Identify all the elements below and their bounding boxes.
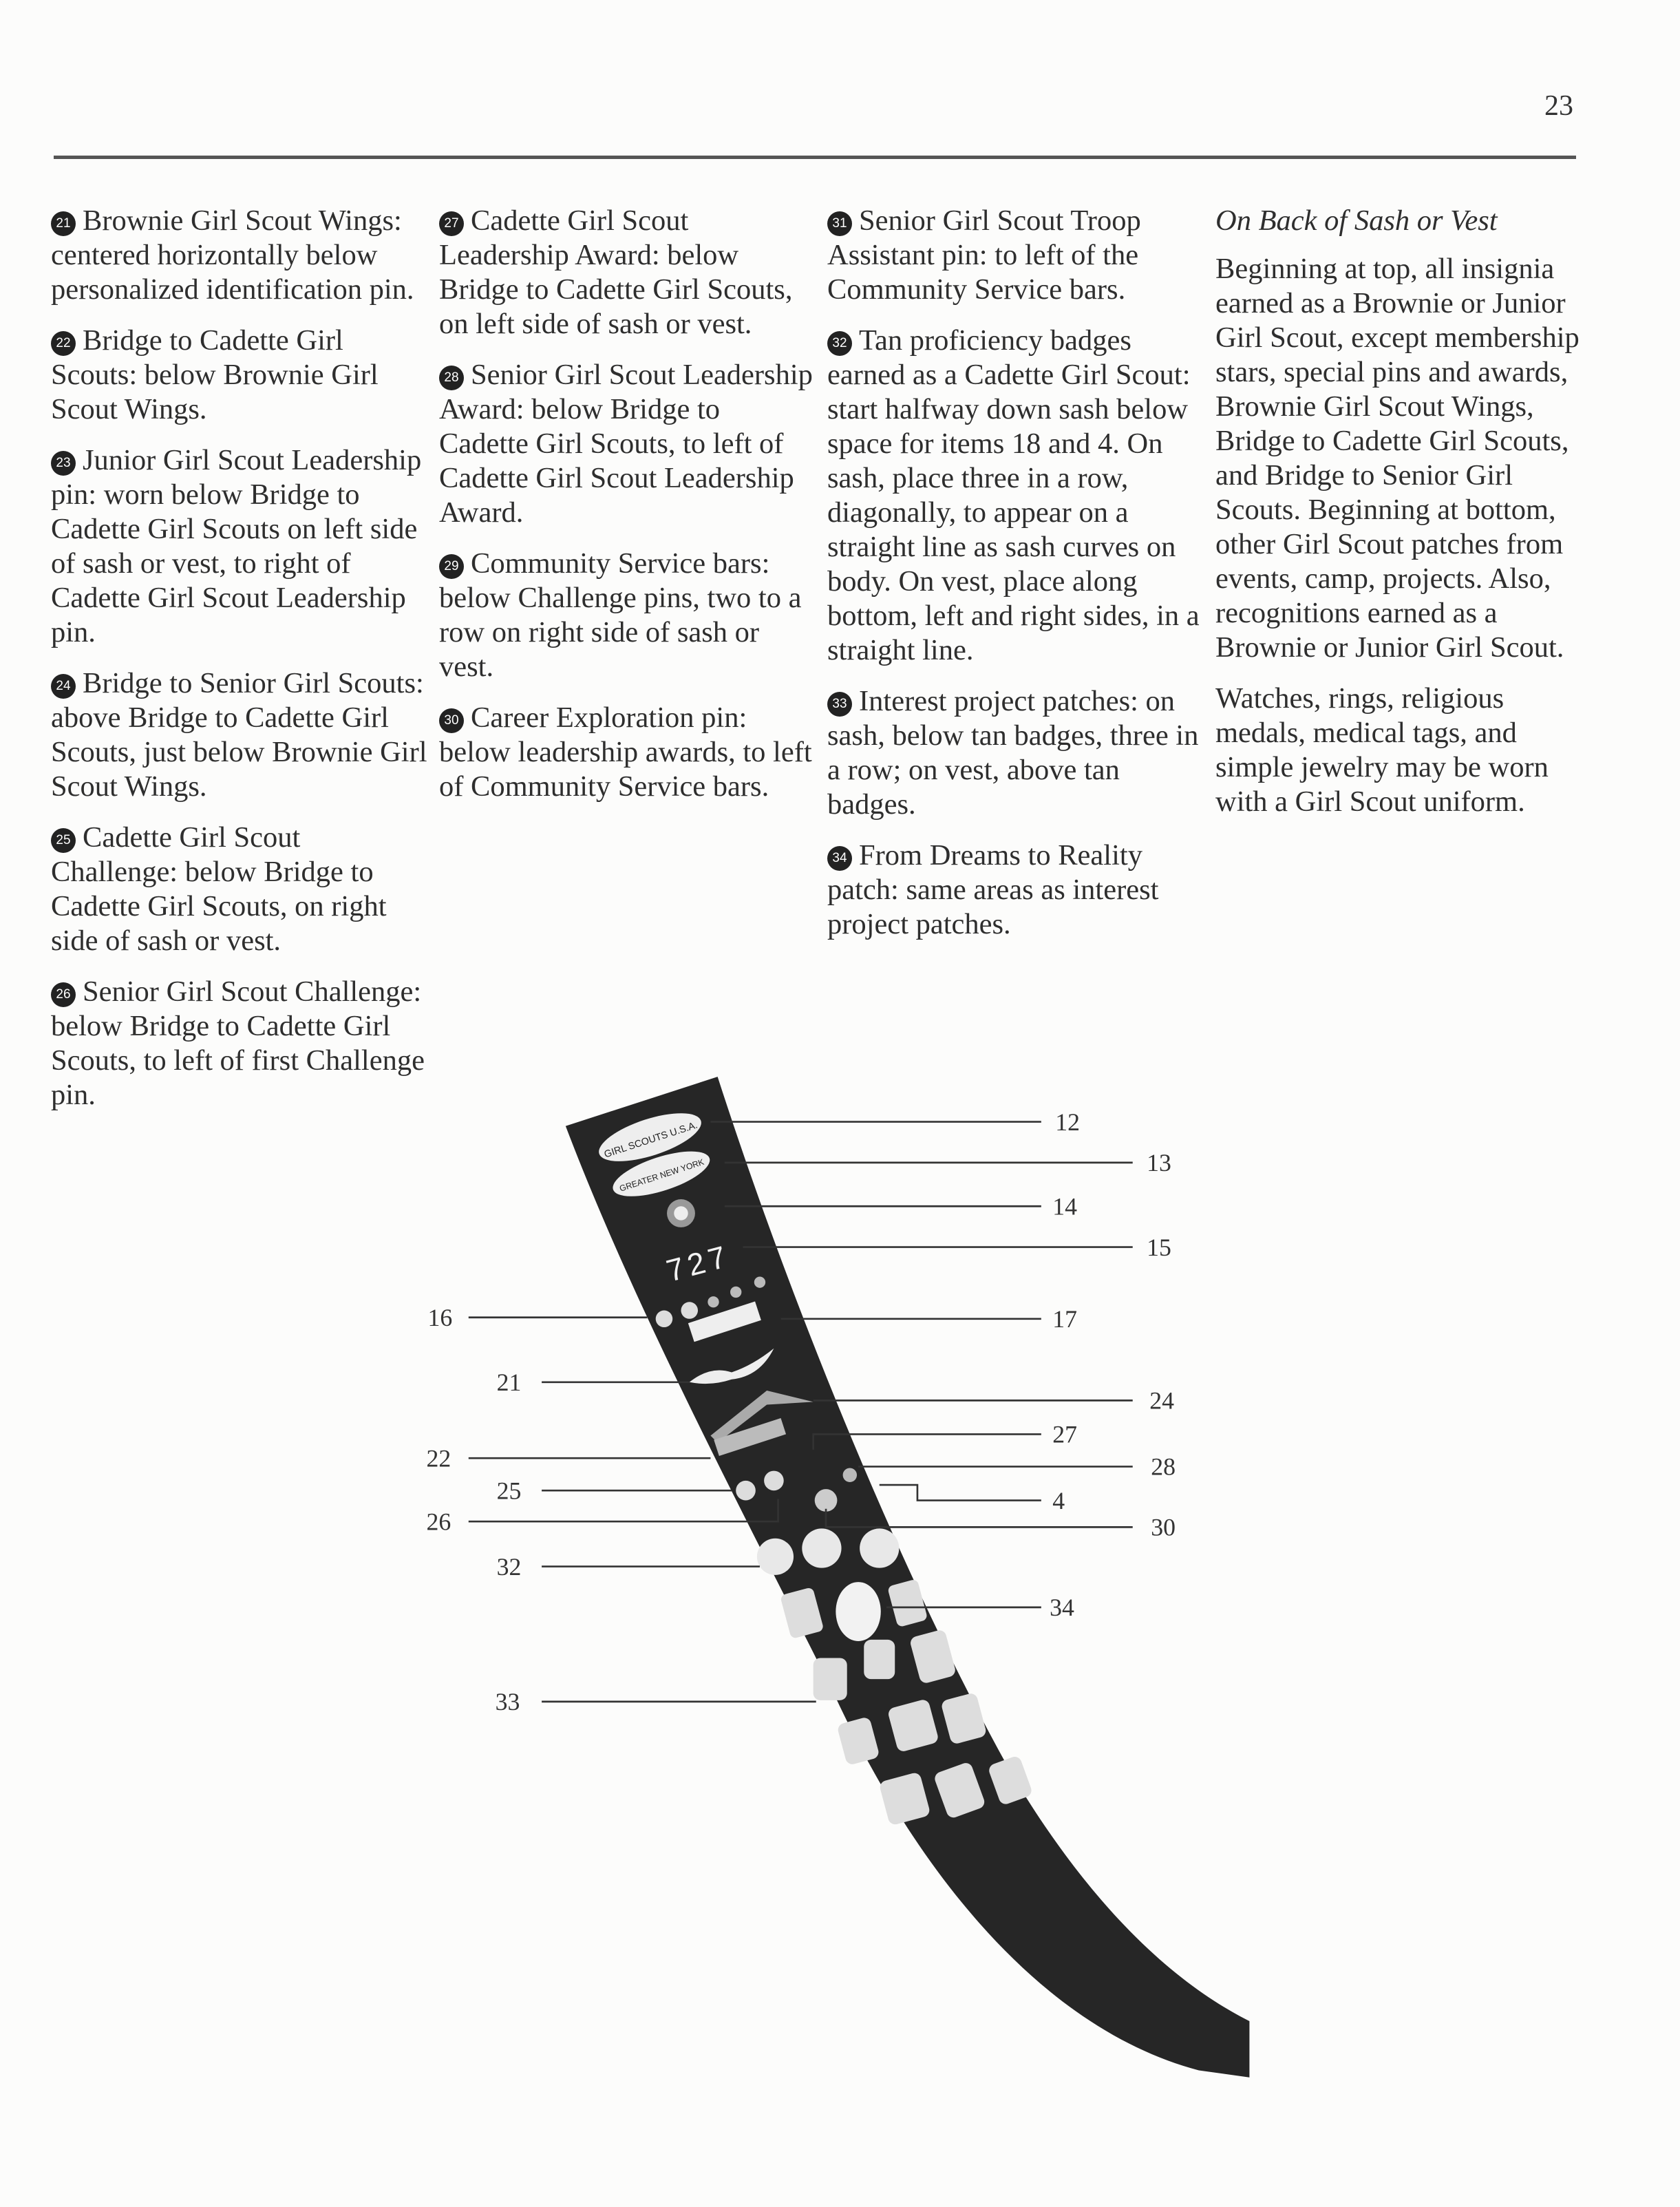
callout-label: 30: [1151, 1514, 1176, 1541]
item-number: 31: [827, 211, 852, 236]
item-number: 23: [51, 451, 76, 476]
page-number: 23: [1544, 90, 1573, 122]
callout-label: 4: [1052, 1487, 1065, 1514]
callout-label: 33: [496, 1688, 520, 1715]
callout-label: 12: [1055, 1108, 1080, 1136]
item-text: Senior Girl Scout Challenge: below Bridg…: [51, 975, 425, 1111]
callout-label: 25: [497, 1477, 522, 1504]
item-number: 32: [827, 331, 852, 356]
callout-label: 27: [1052, 1421, 1077, 1448]
bridge-cadette: [714, 1418, 787, 1456]
callout-labels: 12 13 14 15 16 17 21 24 27 22 28 25 4 26…: [426, 1108, 1176, 1715]
item-number: 33: [827, 692, 852, 717]
item-number: 29: [439, 554, 464, 579]
callout-label: 13: [1147, 1149, 1171, 1176]
item-text: Career Exploration pin: below leadership…: [439, 701, 812, 803]
item-number: 28: [439, 366, 464, 390]
id-pin: [688, 1301, 761, 1342]
dreams-to-reality-patch: [836, 1582, 881, 1641]
item-number: 24: [51, 674, 76, 699]
item-number: 21: [51, 211, 76, 236]
column-4: On Back of Sash or Vest Beginning at top…: [1215, 204, 1580, 836]
callout-label: 34: [1050, 1594, 1074, 1621]
item-text: Bridge to Cadette Girl Scouts: below Bro…: [51, 324, 379, 425]
sash: [565, 1077, 1250, 2078]
callout-label: 15: [1147, 1234, 1171, 1261]
callout-label: 24: [1149, 1387, 1174, 1415]
callout-label: 32: [497, 1553, 522, 1581]
item-text: Senior Girl Scout Troop Assistant pin: t…: [827, 204, 1141, 306]
item-number: 34: [827, 846, 852, 871]
callout-label: 21: [497, 1369, 522, 1396]
item-text: Cadette Girl Scout Challenge: below Brid…: [51, 821, 387, 957]
item-text: From Dreams to Reality patch: same areas…: [827, 839, 1159, 940]
org-strip: [599, 1113, 701, 1161]
item-text: Interest project patches: on sash, below…: [827, 685, 1199, 821]
back-paragraph: Watches, rings, religious medals, medica…: [1215, 682, 1549, 818]
back-paragraph: Beginning at top, all insignia earned as…: [1215, 253, 1580, 664]
header-rule: [54, 156, 1576, 159]
callout-label: 22: [426, 1444, 451, 1472]
item-text: Cadette Girl Scout Leadership Award: bel…: [439, 204, 793, 340]
callout-label: 16: [427, 1304, 452, 1331]
item-text: Bridge to Senior Girl Scouts: above Brid…: [51, 667, 427, 803]
leader-lines: [468, 1121, 1133, 1703]
council-strip: [613, 1151, 710, 1196]
item-number: 22: [51, 331, 76, 356]
item-text: Junior Girl Scout Leadership pin: worn b…: [51, 444, 422, 648]
item-text: Community Service bars: below Challenge …: [439, 547, 802, 683]
item-text: Brownie Girl Scout Wings: centered horiz…: [51, 204, 414, 306]
item-text: Senior Girl Scout Leadership Award: belo…: [439, 359, 813, 529]
callout-label: 17: [1052, 1305, 1077, 1333]
bridge-senior: [710, 1391, 814, 1443]
callout-label: 26: [426, 1508, 451, 1535]
item-number: 27: [439, 211, 464, 236]
callout-label: 14: [1052, 1193, 1077, 1221]
callout-label: 28: [1151, 1453, 1176, 1481]
item-number: 30: [439, 708, 464, 733]
item-text: Tan proficiency badges earned as a Cadet…: [827, 324, 1200, 666]
item-number: 25: [51, 828, 76, 853]
back-section-heading: On Back of Sash or Vest: [1215, 204, 1498, 237]
item-number: 26: [51, 982, 76, 1007]
wings: [689, 1348, 774, 1384]
